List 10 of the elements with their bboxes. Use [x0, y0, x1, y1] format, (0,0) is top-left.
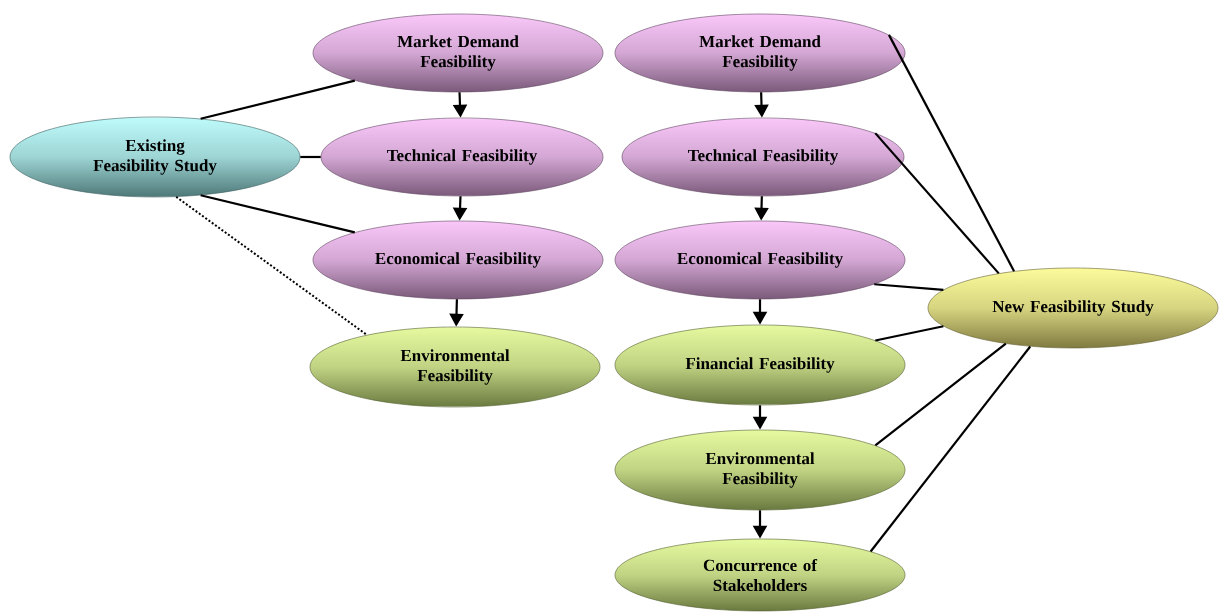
connector-line — [200, 79, 356, 120]
connector-line — [300, 155, 321, 159]
connector-line — [874, 132, 1000, 275]
connector-line — [874, 342, 1007, 447]
connector-line — [869, 345, 1032, 553]
connector-line — [875, 325, 944, 342]
connector-line — [175, 195, 368, 336]
connector-line — [874, 283, 944, 291]
connector-line — [200, 194, 356, 234]
connector-line — [887, 34, 1016, 272]
